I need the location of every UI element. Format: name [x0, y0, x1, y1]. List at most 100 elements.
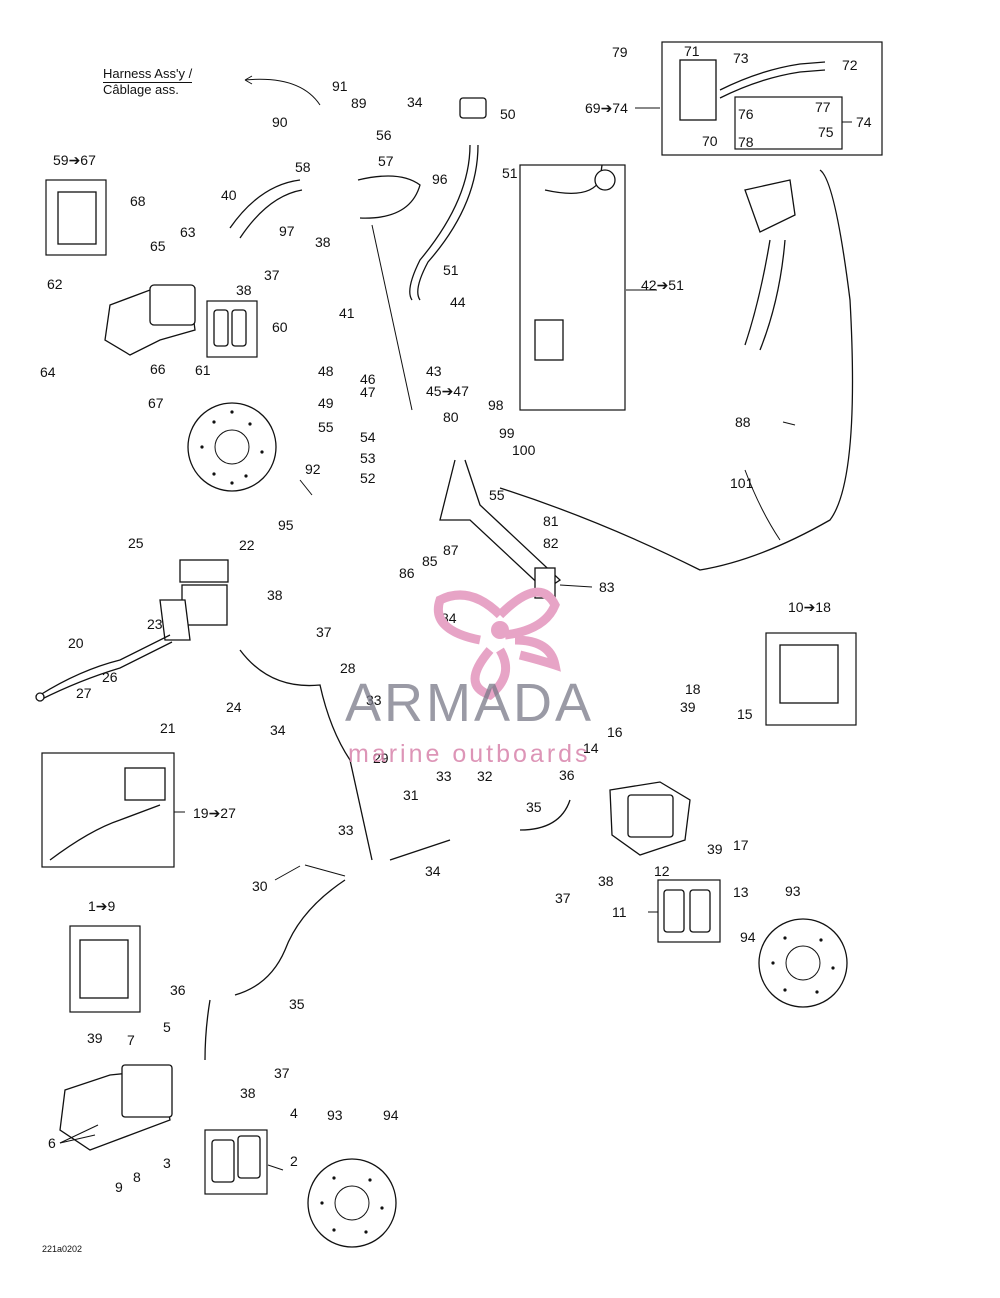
- label-91: 91: [332, 78, 348, 94]
- inset-box-caliper-1-9: [69, 925, 141, 1013]
- label-38c: 38: [267, 587, 283, 603]
- label-15: 15: [737, 706, 753, 722]
- label-87: 87: [443, 542, 459, 558]
- inset-box-caliper-59-67: [45, 179, 107, 256]
- label-35a: 35: [526, 799, 542, 815]
- label-40: 40: [221, 187, 237, 203]
- label-52: 52: [360, 470, 376, 486]
- brake-disc-95: [187, 402, 277, 492]
- label-38b: 38: [315, 234, 331, 250]
- label-69-74: 69➔74: [585, 100, 628, 116]
- label-51b: 51: [443, 262, 459, 278]
- label-26: 26: [102, 669, 118, 685]
- hose-96: [357, 175, 421, 219]
- label-8: 8: [133, 1169, 141, 1185]
- label-75: 75: [818, 124, 834, 140]
- label-56: 56: [376, 127, 392, 143]
- label-5: 5: [163, 1019, 171, 1035]
- label-14: 14: [583, 740, 599, 756]
- inset-box-pads-60: [206, 300, 258, 358]
- label-93a: 93: [785, 883, 801, 899]
- label-23: 23: [147, 616, 163, 632]
- label-9: 9: [115, 1179, 123, 1195]
- label-10-18: 10➔18: [788, 599, 831, 615]
- label-72: 72: [842, 57, 858, 73]
- line-28-29: [239, 649, 373, 861]
- label-27: 27: [76, 685, 92, 701]
- label-62: 62: [47, 276, 63, 292]
- label-20: 20: [68, 635, 84, 651]
- label-88: 88: [735, 414, 751, 430]
- rod-31: [389, 839, 451, 861]
- brake-switch-wire: [371, 224, 413, 411]
- drawing-code: 221a0202: [42, 1244, 83, 1254]
- inset-box-brake-pads-74: [734, 96, 843, 150]
- label-60: 60: [272, 319, 288, 335]
- label-46: 46: [360, 371, 376, 387]
- label-55a: 55: [318, 419, 334, 435]
- label-1-9: 1➔9: [88, 898, 116, 914]
- label-90: 90: [272, 114, 288, 130]
- label-80: 80: [443, 409, 459, 425]
- label-28: 28: [340, 660, 356, 676]
- label-7: 7: [127, 1032, 135, 1048]
- label-57: 57: [378, 153, 394, 169]
- inset-box-caliper-10-18: [765, 632, 857, 726]
- label-59-67: 59➔67: [53, 152, 96, 168]
- label-43: 43: [426, 363, 442, 379]
- label-84: 84: [441, 610, 457, 626]
- label-45-47: 45➔47: [426, 383, 469, 399]
- caliper-rear-left-3: [59, 1064, 173, 1151]
- label-37d: 37: [274, 1065, 290, 1081]
- label-73: 73: [733, 50, 749, 66]
- line-30-35: [234, 879, 346, 996]
- label-34b: 34: [425, 863, 441, 879]
- label-86: 86: [399, 565, 415, 581]
- label-32: 32: [477, 768, 493, 784]
- label-66: 66: [150, 361, 166, 377]
- line-35-right: [519, 799, 571, 831]
- label-99: 99: [499, 425, 515, 441]
- label-19-27: 19➔27: [193, 805, 236, 821]
- label-98: 98: [488, 397, 504, 413]
- label-37a: 37: [264, 267, 280, 283]
- label-49: 49: [318, 395, 334, 411]
- label-34a: 34: [270, 722, 286, 738]
- pedal-assembly-83: [439, 459, 562, 599]
- label-61: 61: [195, 362, 211, 378]
- label-94a: 94: [740, 929, 756, 945]
- label-81: 81: [543, 513, 559, 529]
- label-44: 44: [450, 294, 466, 310]
- label-3: 3: [163, 1155, 171, 1171]
- label-16: 16: [607, 724, 623, 740]
- label-83: 83: [599, 579, 615, 595]
- label-48: 48: [318, 363, 334, 379]
- label-12: 12: [654, 863, 670, 879]
- label-41: 41: [339, 305, 355, 321]
- label-71: 71: [684, 43, 700, 59]
- label-79: 79: [612, 44, 628, 60]
- label-95: 95: [278, 517, 294, 533]
- label-39b: 39: [707, 841, 723, 857]
- label-36b: 36: [170, 982, 186, 998]
- label-13: 13: [733, 884, 749, 900]
- harness-arrow: [244, 78, 321, 106]
- label-96: 96: [432, 171, 448, 187]
- label-58: 58: [295, 159, 311, 175]
- hose-51: [409, 144, 471, 301]
- handlebar-right: [759, 239, 786, 351]
- label-37b: 37: [316, 624, 332, 640]
- label-76: 76: [738, 106, 754, 122]
- hose-51-inner: [417, 144, 479, 301]
- label-29: 29: [373, 750, 389, 766]
- label-70: 70: [702, 133, 718, 149]
- label-38a: 38: [236, 282, 252, 298]
- label-63: 63: [180, 224, 196, 240]
- label-68: 68: [130, 193, 146, 209]
- label-38d: 38: [598, 873, 614, 889]
- label-35b: 35: [289, 996, 305, 1012]
- cable-101: [499, 169, 854, 571]
- label-39c: 39: [87, 1030, 103, 1046]
